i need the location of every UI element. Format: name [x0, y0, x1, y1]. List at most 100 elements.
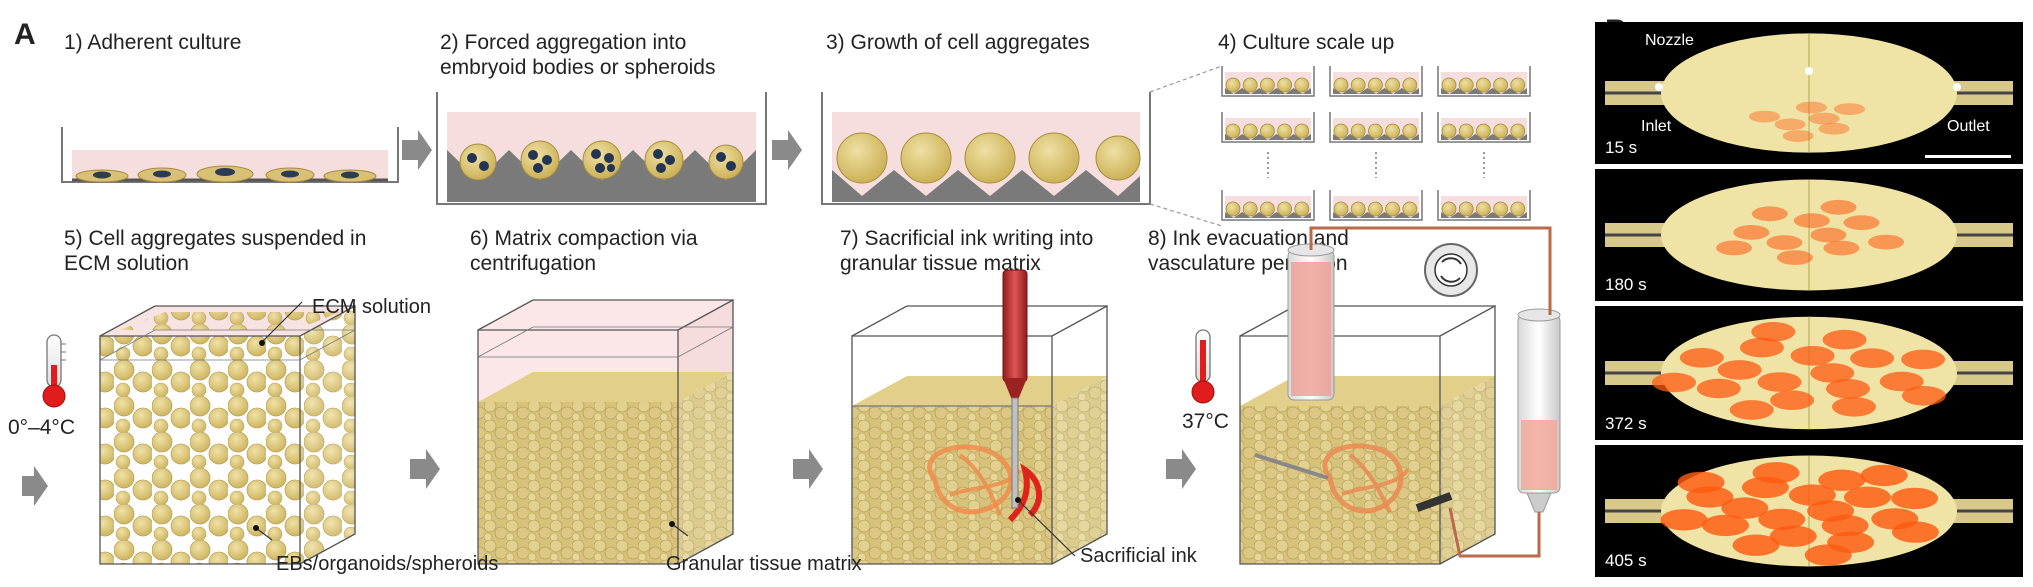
arrow-6-7 [793, 449, 823, 489]
perfused-vessel [1823, 240, 1860, 256]
scale-bar [1925, 155, 2011, 158]
step-2-title: 2) Forced aggregation into embryoid bodi… [440, 31, 716, 79]
step-1-title: 1) Adherent culture [64, 31, 242, 54]
perfusion-frame-4: 405 s [1595, 445, 2023, 577]
perfused-vessel [1751, 322, 1796, 342]
perfusion-frame-2: 180 s [1595, 169, 2023, 301]
perfused-vessel [1804, 544, 1852, 566]
perfused-vessel [1677, 471, 1725, 494]
cube-ink-writing [851, 269, 1108, 565]
perfused-vessel [1901, 349, 1946, 370]
perfused-vessel [1721, 497, 1769, 519]
scale-up-dish [1437, 112, 1531, 143]
step-3-title: 3) Growth of cell aggregates [826, 31, 1090, 54]
label-inlet: Inlet [1641, 118, 1672, 135]
perfused-vessel [1860, 464, 1908, 487]
perfused-vessel [1843, 215, 1880, 231]
perfused-vessel [1818, 122, 1850, 135]
perfused-vessel [1776, 250, 1813, 265]
perfused-vessel [1774, 118, 1806, 131]
perfused-vessel [1752, 462, 1800, 484]
perfused-vessel [1782, 130, 1814, 142]
perfused-vessel [1820, 199, 1857, 215]
perfused-vessel [1749, 110, 1780, 123]
label-sacrificial-ink: Sacrificial ink [1080, 545, 1197, 567]
perfused-vessel [1891, 521, 1939, 543]
perfused-vessel [1732, 534, 1780, 556]
perfused-vessel [1808, 112, 1840, 125]
perfused-vessel [1810, 363, 1855, 383]
perfused-vessel [1832, 397, 1876, 417]
frame-4-image [1605, 455, 2013, 567]
frame-2-image [1605, 179, 2013, 291]
perfused-vessel [1826, 379, 1870, 399]
step-7-title: 7) Sacrificial ink writing into granular… [840, 227, 1094, 275]
cube-ecm-suspension [99, 301, 356, 565]
arrow-5-6 [410, 449, 440, 489]
perfused-vessel [1757, 372, 1802, 392]
arrow-2-3 [772, 130, 802, 170]
perfused-vessel [1770, 390, 1815, 410]
scale-up-dish [1329, 66, 1423, 97]
perfused-vessel [1716, 240, 1752, 256]
perfused-vessel [1766, 235, 1803, 250]
perfused-vessel [1739, 337, 1784, 358]
arrow-7-8 [1166, 449, 1196, 489]
perfused-vessel [1822, 329, 1867, 350]
perfused-vessel [1834, 103, 1865, 115]
perfused-vessel [1679, 348, 1724, 368]
frame-3-time: 372 s [1605, 414, 1647, 433]
perfused-vessel [1793, 213, 1830, 229]
perfused-vessel [1795, 101, 1827, 114]
perfused-vessel [1652, 372, 1696, 393]
dish-adherent-culture [61, 127, 399, 183]
perfused-vessel [1751, 206, 1788, 222]
perfused-vessel [1717, 360, 1762, 380]
perfused-vessel [1788, 484, 1836, 506]
perfused-vessel [1758, 508, 1806, 531]
label-nozzle: Nozzle [1645, 32, 1694, 49]
step-6-title: 6) Matrix compaction via centrifugation [470, 227, 698, 275]
perfused-vessel [1769, 525, 1817, 547]
thermometer-warm-icon [1191, 329, 1215, 404]
label-ebs-organoids-spheroids: EBs/organoids/spheroids [276, 553, 499, 575]
perfusion-frame-3: 372 s [1595, 306, 2023, 440]
thermometer-cold-icon [42, 334, 66, 408]
arrow-left-entry [22, 466, 48, 506]
dish-forced-aggregation [436, 92, 767, 205]
label-temperature-warm: 37°C [1182, 410, 1229, 433]
perfused-vessel [1810, 227, 1847, 243]
perfused-vessel [1850, 348, 1895, 368]
scale-up-dish [1221, 190, 1315, 221]
label-ecm-solution: ECM solution [312, 296, 431, 318]
perfused-vessel [1702, 514, 1749, 537]
perfused-vessel [1844, 486, 1891, 508]
perfusion-frame-1: Nozzle Inlet Outlet 15 s [1595, 22, 2023, 164]
scale-up-dish [1329, 190, 1423, 221]
frame-2-time: 180 s [1605, 275, 1647, 294]
perfused-vessel [1696, 378, 1741, 399]
label-granular-tissue-matrix: Granular tissue matrix [666, 553, 862, 575]
label-temperature-cold: 0°–4°C [8, 416, 75, 439]
perfused-vessel [1821, 514, 1869, 537]
label-outlet: Outlet [1947, 118, 1990, 135]
cube-perfusion [1239, 226, 1561, 565]
culture-scale-up-grid [1221, 66, 1531, 221]
perfused-vessel [1879, 371, 1924, 392]
perfused-vessel [1733, 225, 1770, 240]
step-4-title: 4) Culture scale up [1218, 31, 1395, 54]
scale-up-dish [1221, 112, 1315, 143]
perfused-vessel [1790, 346, 1835, 366]
perfused-vessel [1660, 509, 1708, 531]
scale-up-dish [1221, 66, 1315, 97]
perfused-vessel [1901, 386, 1946, 406]
panel-a-letter: A [14, 18, 36, 51]
cube-compacted-matrix [477, 298, 734, 565]
frame-1-image [1605, 33, 2013, 153]
frame-1-time: 15 s [1605, 138, 1638, 157]
perfused-vessel [1729, 400, 1774, 420]
step-5-title: 5) Cell aggregates suspended in ECM solu… [64, 227, 367, 275]
process-diagram [22, 65, 1561, 565]
scale-up-dish [1437, 190, 1531, 221]
perfused-vessel [1818, 469, 1866, 491]
